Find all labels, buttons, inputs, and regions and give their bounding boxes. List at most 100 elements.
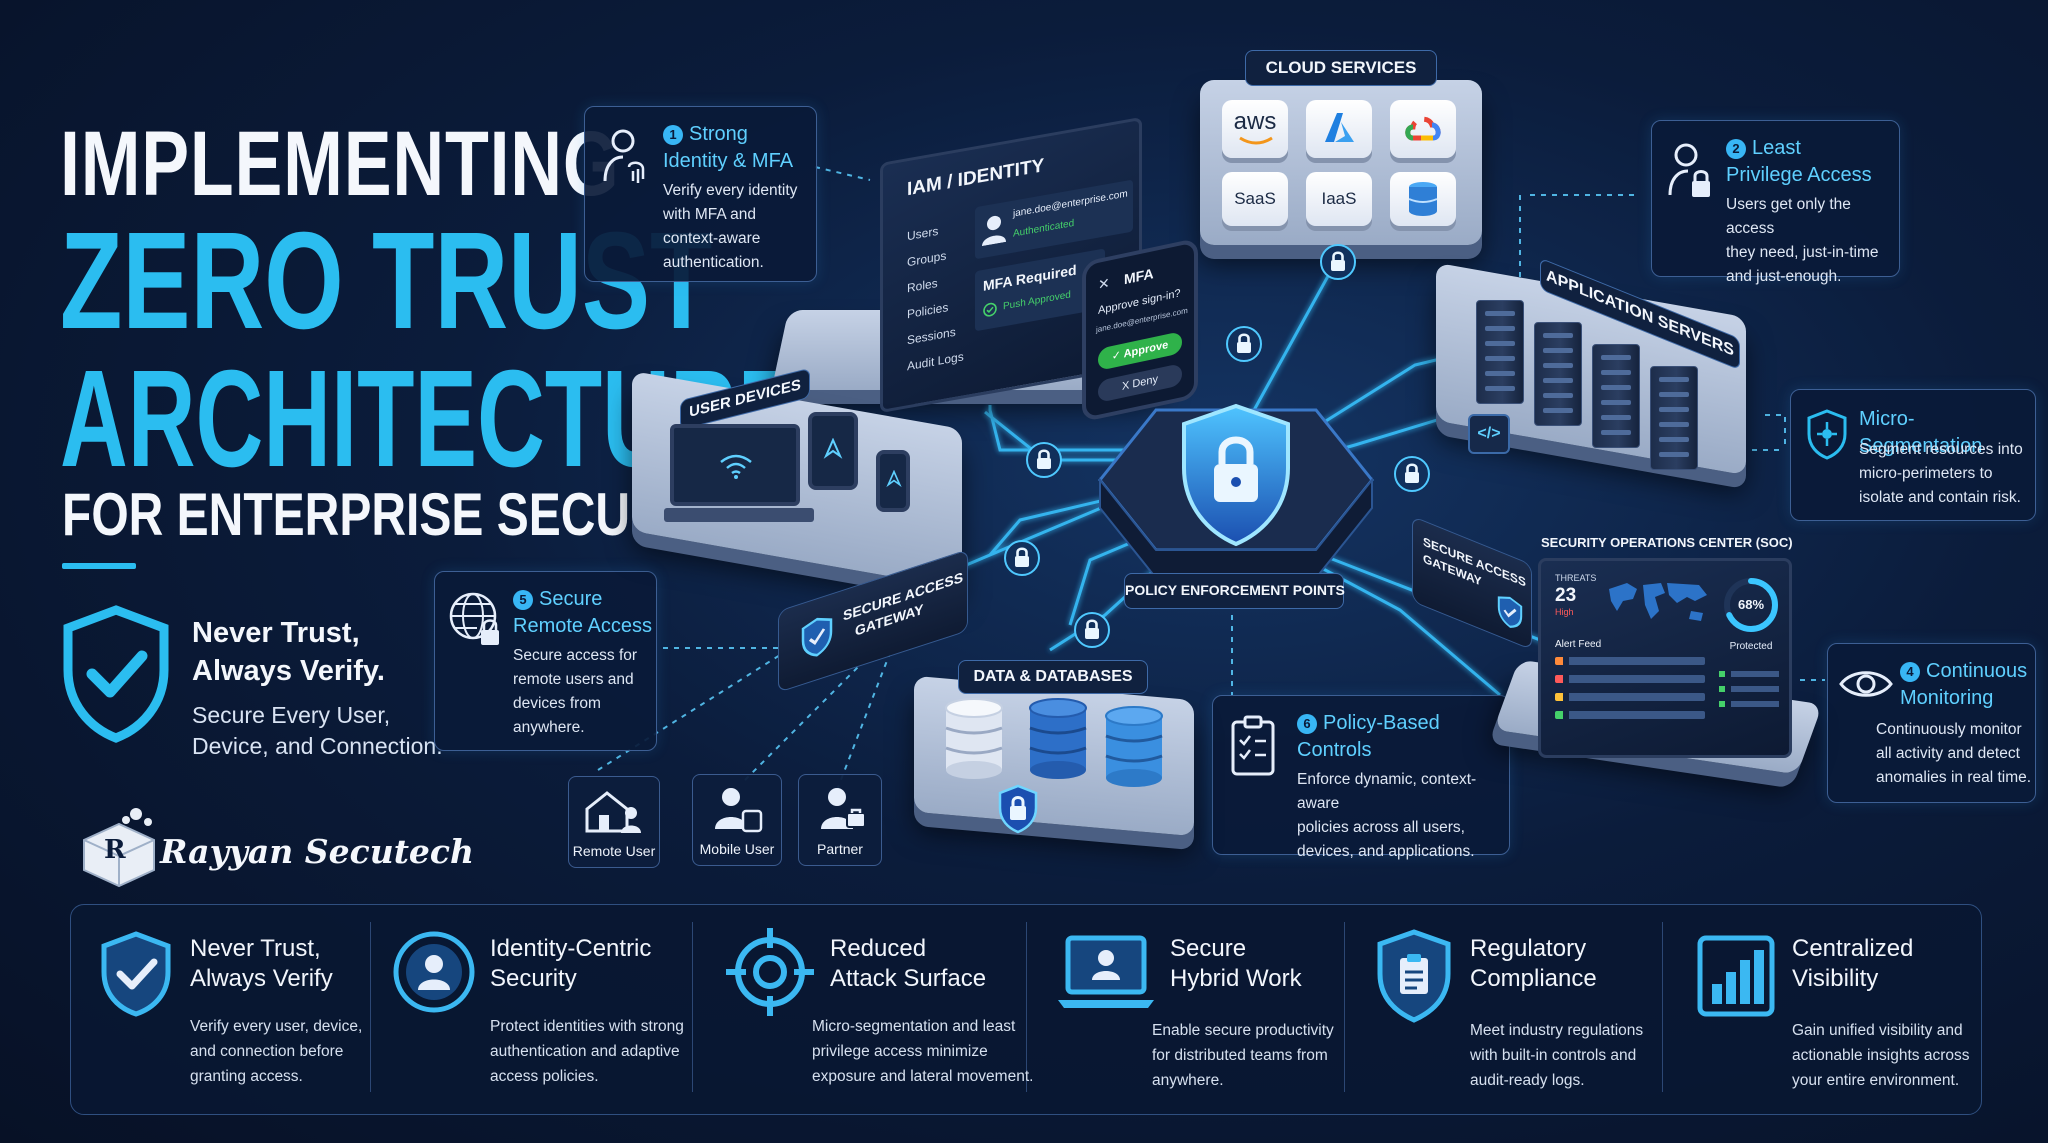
callout-monitoring-title-2: Monitoring [1900,687,1994,709]
remote-user-box[interactable]: Remote User [568,776,660,868]
desc-line: your entire environment. [1792,1072,1960,1089]
soc-protected-label: Protected [1729,641,1773,652]
desc-line: micro-perimeters to [1859,465,1993,482]
google-cloud-icon [1405,116,1441,141]
callout-remote-desc: Secure access for remote users and devic… [513,644,637,740]
desc-line: Gain unified visibility and [1792,1022,1963,1039]
soc-status-list [1719,671,1779,707]
desc-line: devices, and applications. [1297,843,1475,860]
mobile-user-box[interactable]: Mobile User [692,774,782,866]
secure-access-gateway-right: SECURE ACCESS GATEWAY [1412,515,1532,651]
google-cloud-tile[interactable] [1390,100,1456,158]
soc-threats-level: High [1555,607,1574,617]
callout-policy-title-2: Controls [1297,739,1372,761]
partner-box[interactable]: Partner [798,774,882,866]
lock-icon [1026,442,1062,478]
saas-tile[interactable]: SaaS [1222,172,1288,226]
feature-divider [1662,922,1663,1092]
mfa-deny-button[interactable]: X Deny [1098,363,1182,403]
desc-line: policies across all users, [1297,819,1465,836]
feature-divider [692,922,693,1092]
desc-line: access policies. [490,1068,599,1085]
hero-tagline: Never Trust, Always Verify. [192,614,385,690]
feature-title-1: Identity-Centric [490,935,652,962]
iam-mfa-panel: MFA Required Push Approved [975,248,1105,332]
compass-icon [823,438,843,459]
feature-title-1: Never Trust, [190,935,321,962]
lock-icon [1320,244,1356,280]
soc-dashboard: SECURITY OPERATIONS CENTER (SOC) THREATS… [1538,535,1793,758]
iam-label: IAM / IDENTITY [907,155,1045,201]
callout-identity-title-2: Identity & MFA [663,150,794,172]
desc-line: Continuously monitor [1876,721,2022,738]
azure-tile[interactable] [1306,100,1372,158]
desc-line: with MFA and [663,206,757,223]
callout-policy-title-1: Policy-Based [1323,712,1440,734]
iaas-tile[interactable]: IaaS [1306,172,1372,226]
globe-lock-icon [449,592,499,645]
server-rack [1650,366,1698,470]
callout-identity-title-1: Strong [689,123,748,145]
title-line-4: FOR ENTERPRISE SECURITY [62,481,740,548]
feature-visibility-title: Centralized Visibility [1792,934,1913,994]
feature-hybrid-work-desc: Enable secure productivity for distribut… [1152,1018,1334,1093]
desc-line: Micro-segmentation and least [812,1018,1016,1035]
azure-logo-icon [1325,113,1354,142]
user-avatar-icon [982,215,1006,247]
feature-title-1: Regulatory [1470,935,1587,962]
callout-least-privilege-title-1: Least [1752,137,1801,159]
callout-monitoring-desc: Continuously monitor all activity and de… [1876,718,2031,790]
feature-divider [1026,922,1027,1092]
database-shield-lock-icon [998,784,1038,834]
desc-line: isolate and contain risk. [1859,489,2021,506]
data-label: DATA & DATABASES [958,660,1148,694]
desc-line: Meet industry regulations [1470,1022,1644,1039]
callout-least-privilege-title-2: Privilege Access [1726,164,1872,186]
server-rack [1476,300,1524,404]
hero-tagline-1: Never Trust, [192,617,360,649]
wifi-icon [720,454,752,479]
fingerprint-user-icon [603,129,645,183]
desc-line: actionable insights across [1792,1047,1970,1064]
mfa-title: MFA [1124,265,1154,288]
soc-protected-pct: 68% [1737,597,1765,612]
feature-identity-title: Identity-Centric Security [490,934,651,994]
lock-icon [1394,456,1430,492]
desc-line: remote users and [513,671,634,688]
storage-tile[interactable] [1390,172,1456,226]
feature-title-1: Secure [1170,935,1247,962]
mfa-close-icon[interactable]: ✕ [1098,274,1110,293]
database-cylinder-icon [945,698,1003,779]
database-cylinder-icon [1029,698,1087,779]
lock-icon [1226,326,1262,362]
aws-label: aws [1233,108,1277,135]
hero-subtitle: Secure Every User, Device, and Connectio… [192,700,452,762]
desc-line: authentication and adaptive [490,1043,680,1060]
bar-chart-icon [1697,935,1775,1017]
desc-line: authentication. [663,254,764,271]
database-icon [1408,182,1438,216]
aws-tile[interactable]: aws [1222,100,1288,158]
aws-smile-icon [1239,136,1273,145]
tablet [808,412,858,490]
feature-never-trust-desc: Verify every user, device, and connectio… [190,1014,362,1089]
feature-compliance-desc: Meet industry regulations with built-in … [1470,1018,1643,1093]
lock-icon [1074,612,1110,648]
status-row [1719,686,1779,692]
feature-never-trust-title: Never Trust, Always Verify [190,934,333,994]
laptop-base [664,508,814,522]
shield-check-icon [101,931,171,1017]
compliance-shield-icon [1377,929,1451,1023]
feature-identity-desc: Protect identities with strong authentic… [490,1014,684,1089]
callout-policy-num: 6 [1297,714,1317,734]
feature-divider [1344,922,1345,1092]
desc-line: Protect identities with strong [490,1018,684,1035]
callout-least-privilege-desc: Users get only the access they need, jus… [1726,193,1899,289]
database-cylinder-icon [1105,706,1163,787]
soc-alert-feed [1555,657,1705,719]
desc-line: and just-enough. [1726,268,1842,285]
callout-identity-desc: Verify every identity with MFA and conte… [663,179,797,275]
protected-gauge [1724,578,1778,632]
